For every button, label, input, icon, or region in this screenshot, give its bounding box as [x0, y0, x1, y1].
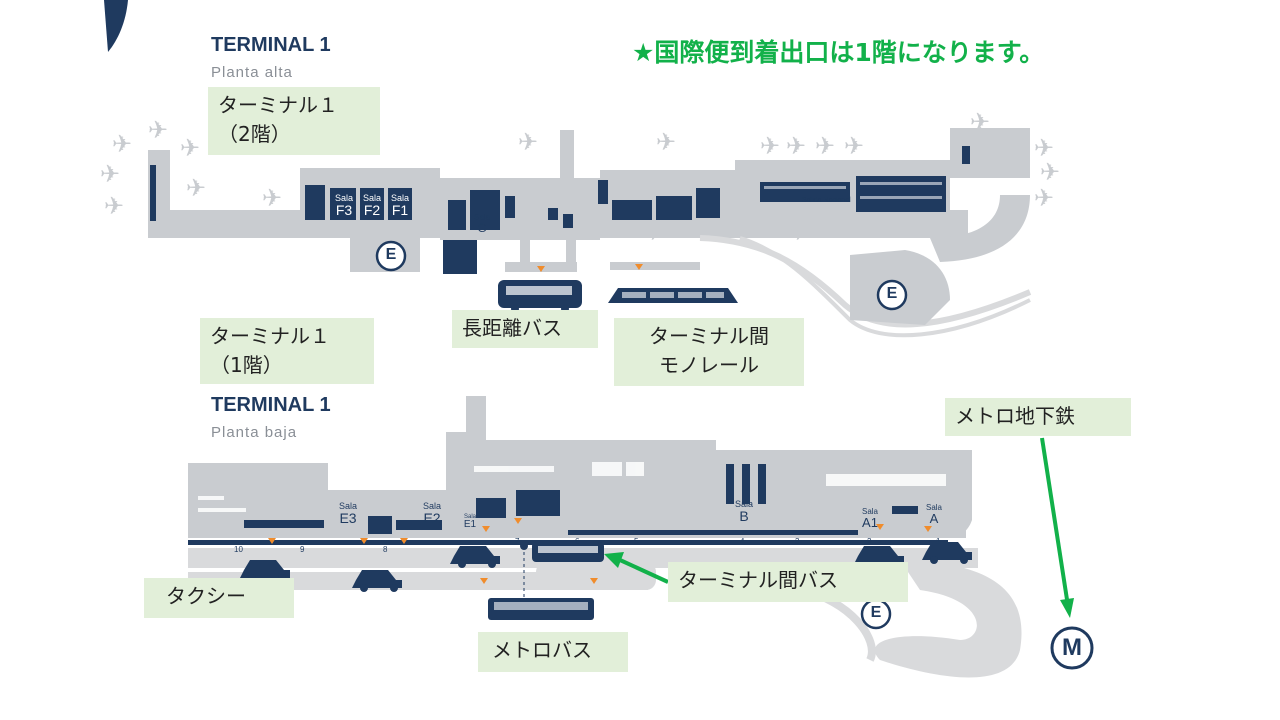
svg-text:✈: ✈: [1034, 134, 1054, 162]
sala-f1: Sala F1: [390, 193, 410, 218]
svg-text:✈: ✈: [815, 132, 835, 160]
monorail-label: ターミナル間 モノレール: [614, 318, 804, 386]
upper-jp-line1: ターミナル１: [218, 93, 338, 117]
corner-mark: [104, 0, 128, 52]
sala-prefix: Sala: [334, 193, 353, 203]
taxi-icon: [240, 542, 972, 592]
sala-b: Sala B: [732, 499, 756, 524]
international-arrivals-notice: ★国際便到着出口は1階になります。: [632, 38, 1045, 67]
svg-text:✈: ✈: [186, 174, 206, 202]
sala-e1: Sala E1: [460, 514, 480, 530]
sala-code: E3: [339, 510, 357, 526]
sala-prefix: Sala: [362, 193, 381, 203]
sala-code: F2: [363, 202, 381, 218]
metro-bus-icon: [488, 598, 594, 620]
upper-jp-line2: （2階）: [218, 122, 291, 146]
sala-prefix: Sala: [925, 503, 942, 512]
svg-text:✈: ✈: [180, 134, 200, 162]
inter-terminal-bus-label: ターミナル間バス: [668, 562, 908, 602]
sala-prefix: Sala: [390, 193, 409, 203]
door-number: 6: [575, 537, 580, 546]
sala-code: E2: [423, 510, 441, 526]
sala-a1: Sala A1: [858, 507, 882, 530]
upper-terminal-jp-label: ターミナル１ （2階）: [208, 87, 380, 155]
lower-terminal-subtitle: Planta baja: [211, 424, 298, 441]
sala-prefix: Sala: [861, 507, 878, 516]
sala-code: F3: [335, 202, 353, 218]
door-number: 8: [383, 545, 388, 554]
lower-terminal-jp-label: ターミナル１ （1階）: [200, 318, 374, 384]
svg-text:✈: ✈: [100, 160, 120, 188]
svg-text:✈: ✈: [1040, 158, 1060, 186]
sala-code: G: [477, 221, 487, 235]
lower-jp-line1: ターミナル１: [210, 324, 330, 348]
sala-f2: Sala F2: [362, 193, 382, 218]
svg-text:✈: ✈: [786, 132, 806, 160]
door-number: 3: [795, 537, 800, 546]
svg-text:✈: ✈: [790, 218, 810, 246]
sala-prefix: Sala: [463, 514, 476, 520]
upper-terminal-plan: ✈ ✈ ✈ ✈ ✈ ✈ ✈ ✈ ✈ ✈ ✈ ✈ ✈ ✈ ✈ ✈ ✈ ✈ ✈: [100, 108, 1060, 338]
sala-code: A1: [862, 515, 878, 530]
door-number: 10: [234, 545, 243, 554]
svg-text:✈: ✈: [656, 128, 676, 156]
sala-g: Sala G: [472, 213, 492, 235]
sala-e2: Sala E2: [420, 501, 444, 526]
inter-terminal-bus-icon: [532, 542, 604, 562]
lower-terminal-title: TERMINAL 1: [211, 394, 331, 416]
taxi-label: タクシー: [144, 578, 294, 618]
svg-text:✈: ✈: [970, 108, 990, 136]
door-number: 4: [740, 537, 745, 546]
sala-prefix: Sala: [338, 501, 357, 511]
sala-code: B: [739, 508, 749, 524]
door-number: 9: [300, 545, 305, 554]
svg-text:✈: ✈: [112, 130, 132, 158]
svg-text:✈: ✈: [104, 192, 124, 220]
svg-text:✈: ✈: [148, 116, 168, 144]
sala-code: A: [929, 511, 939, 526]
door-number: 7: [515, 537, 520, 546]
sala-code: F1: [391, 202, 409, 218]
svg-text:✈: ✈: [844, 132, 864, 160]
lower-terminal-plan: [188, 396, 1094, 678]
lower-jp-line2: （1階）: [210, 353, 283, 377]
sala-prefix: Sala: [473, 213, 490, 222]
sala-e3: Sala E3: [336, 501, 360, 526]
monorail-icon: [608, 288, 738, 303]
upper-terminal-subtitle: Planta alta: [211, 64, 293, 81]
long-distance-bus-icon: [498, 280, 582, 313]
sala-code: E1: [463, 519, 477, 530]
long-distance-bus-label: 長距離バス: [452, 310, 598, 348]
metro-bus-label: メトロバス: [478, 632, 628, 672]
door-number: 2: [867, 537, 872, 546]
sala-prefix: Sala: [422, 501, 441, 511]
door-number: 1: [936, 537, 941, 546]
sala-prefix: Sala: [734, 499, 753, 509]
door-number: 5: [634, 537, 639, 546]
lower-parking-e: E: [870, 604, 882, 621]
svg-text:✈: ✈: [645, 218, 665, 246]
monorail-line2: モノレール: [659, 353, 759, 377]
metro-subway-label: メトロ地下鉄: [945, 398, 1131, 436]
upper-parking-e-right: E: [886, 285, 898, 302]
metro-m-icon: M: [1062, 634, 1082, 661]
salida-nacional-label: Salida Nacional: [802, 197, 851, 204]
svg-text:✈: ✈: [1034, 184, 1054, 212]
upper-terminal-title: TERMINAL 1: [211, 34, 331, 56]
svg-text:✈: ✈: [262, 184, 282, 212]
sala-a: Sala A: [922, 503, 946, 526]
svg-text:✈: ✈: [760, 132, 780, 160]
svg-text:✈: ✈: [518, 128, 538, 156]
upper-parking-e: E: [385, 246, 397, 263]
monorail-line1: ターミナル間: [649, 324, 769, 348]
sala-f3: Sala F3: [334, 193, 354, 218]
